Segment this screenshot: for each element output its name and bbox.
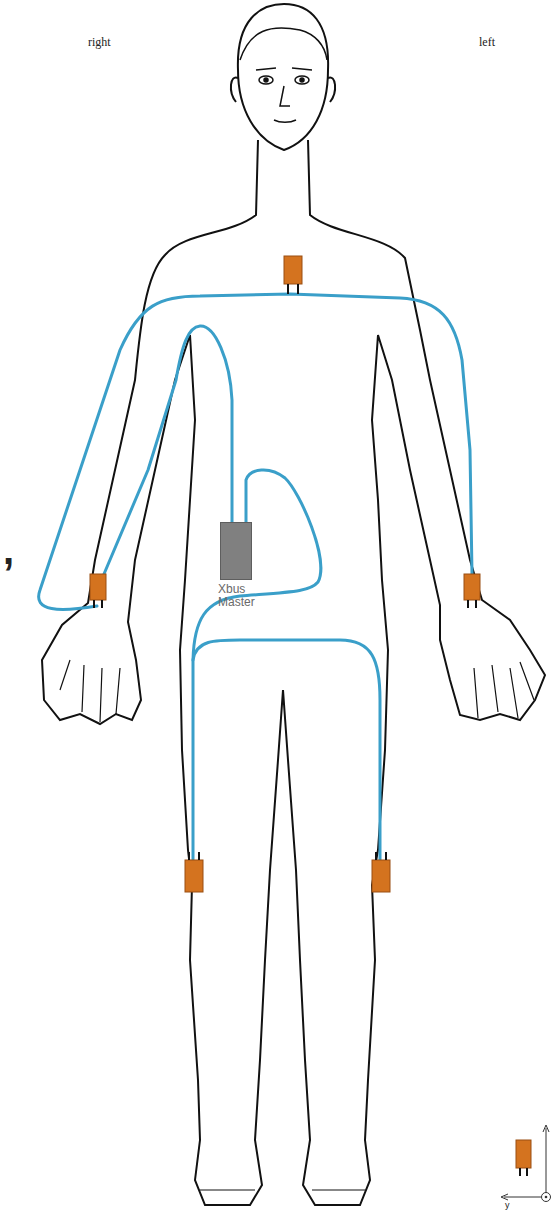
axis-label: y: [505, 1201, 510, 1210]
side-label: left: [479, 36, 495, 48]
sensor-cable: [39, 294, 472, 860]
punctuation-mark: ,: [3, 530, 14, 570]
unit-label: Xbus Master: [218, 583, 262, 609]
body-outline: [42, 4, 545, 1205]
master-unit-box: [220, 522, 252, 580]
master-unit: Xbus Master: [218, 522, 262, 609]
axis-symbol: [504, 1128, 551, 1202]
motion-sensor: [90, 256, 480, 892]
side-label: right: [88, 36, 111, 48]
face: [256, 68, 312, 122]
